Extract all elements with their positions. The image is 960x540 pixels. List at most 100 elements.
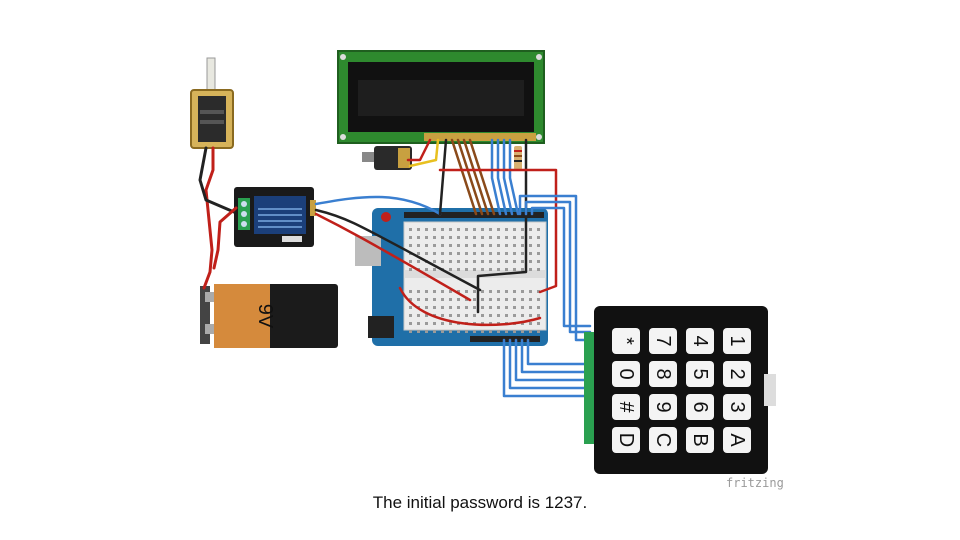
breadboard-hole — [497, 268, 500, 271]
keypad-key-label: 9 — [652, 401, 674, 412]
keypad-key-label: # — [615, 401, 637, 413]
breadboard-hole — [505, 244, 508, 247]
breadboard-hole — [425, 298, 428, 301]
keypad-key — [649, 361, 677, 387]
breadboard-hole — [417, 330, 420, 333]
breadboard-hole — [529, 314, 532, 317]
mini-breadboard — [403, 221, 547, 333]
breadboard-hole — [425, 252, 428, 255]
breadboard-hole — [521, 330, 524, 333]
wire-solenoid-red — [202, 146, 215, 290]
breadboard-hole — [481, 252, 484, 255]
breadboard-hole — [481, 260, 484, 263]
breadboard-hole — [521, 260, 524, 263]
breadboard-hole — [521, 322, 524, 325]
breadboard-hole — [529, 330, 532, 333]
breadboard-hole — [521, 290, 524, 293]
breadboard-hole — [449, 268, 452, 271]
breadboard-hole — [417, 228, 420, 231]
breadboard-hole — [465, 228, 468, 231]
breadboard-hole — [521, 228, 524, 231]
keypad-key — [612, 361, 640, 387]
breadboard-hole — [457, 228, 460, 231]
breadboard-hole — [417, 244, 420, 247]
breadboard-hole — [409, 314, 412, 317]
caption: The initial password is 1237. — [372, 493, 588, 512]
breadboard-hole — [537, 290, 540, 293]
breadboard-hole — [449, 322, 452, 325]
breadboard-hole — [465, 330, 468, 333]
breadboard-hole — [537, 314, 540, 317]
wire-lcd-red — [406, 138, 432, 162]
breadboard-hole — [537, 298, 540, 301]
breadboard-hole — [465, 306, 468, 309]
keypad-key-label: 7 — [652, 335, 674, 346]
wires — [198, 138, 592, 398]
breadboard-hole — [481, 314, 484, 317]
breadboard-hole — [489, 244, 492, 247]
breadboard-hole — [497, 260, 500, 263]
breadboard-hole — [425, 228, 428, 231]
breadboard-hole — [513, 244, 516, 247]
breadboard-hole — [529, 306, 532, 309]
breadboard-hole — [489, 322, 492, 325]
breadboard-hole — [409, 290, 412, 293]
breadboard-hole — [489, 298, 492, 301]
breadboard-hole — [481, 298, 484, 301]
keypad-key-label: 3 — [726, 401, 748, 412]
breadboard-hole — [409, 322, 412, 325]
breadboard-hole — [513, 290, 516, 293]
breadboard-hole — [433, 330, 436, 333]
breadboard-hole — [441, 298, 444, 301]
breadboard-hole — [489, 260, 492, 263]
breadboard-hole — [433, 268, 436, 271]
breadboard-hole — [497, 228, 500, 231]
keypad-key-label: * — [615, 337, 637, 345]
breadboard-hole — [513, 236, 516, 239]
breadboard-hole — [433, 244, 436, 247]
breadboard-hole — [457, 290, 460, 293]
breadboard-hole — [481, 306, 484, 309]
breadboard-hole — [449, 314, 452, 317]
keypad-key-label: 0 — [615, 368, 637, 379]
potentiometer — [362, 146, 412, 170]
breadboard-hole — [441, 252, 444, 255]
lcd-pins — [424, 133, 536, 141]
breadboard-hole — [505, 236, 508, 239]
breadboard-hole — [409, 228, 412, 231]
breadboard-hole — [505, 306, 508, 309]
breadboard-hole — [465, 268, 468, 271]
breadboard-hole — [529, 244, 532, 247]
breadboard-hole — [537, 268, 540, 271]
breadboard-hole — [481, 330, 484, 333]
breadboard-hole — [521, 268, 524, 271]
keypad-key-label: C — [652, 433, 674, 447]
wire-relay-black — [314, 208, 482, 292]
breadboard-hole — [409, 236, 412, 239]
breadboard-hole — [473, 236, 476, 239]
keypad-key — [649, 394, 677, 420]
breadboard-hole — [449, 330, 452, 333]
breadboard-hole — [497, 306, 500, 309]
breadboard-hole — [425, 244, 428, 247]
breadboard-hole — [481, 244, 484, 247]
breadboard-hole — [529, 290, 532, 293]
breadboard-hole — [457, 236, 460, 239]
breadboard-hole — [473, 228, 476, 231]
keypad-key-label: A — [726, 433, 748, 447]
breadboard-hole — [529, 322, 532, 325]
breadboard-hole — [409, 330, 412, 333]
breadboard-hole — [497, 252, 500, 255]
breadboard-hole — [505, 268, 508, 271]
breadboard-hole — [441, 330, 444, 333]
wire-lcd-red2 — [438, 168, 558, 294]
breadboard-hole — [441, 260, 444, 263]
breadboard-hole — [441, 314, 444, 317]
wire-relay-red — [212, 206, 238, 270]
breadboard-hole — [505, 260, 508, 263]
breadboard-hole — [505, 228, 508, 231]
wire-solenoid-black — [198, 146, 236, 214]
breadboard-hole — [433, 322, 436, 325]
breadboard-hole — [409, 298, 412, 301]
